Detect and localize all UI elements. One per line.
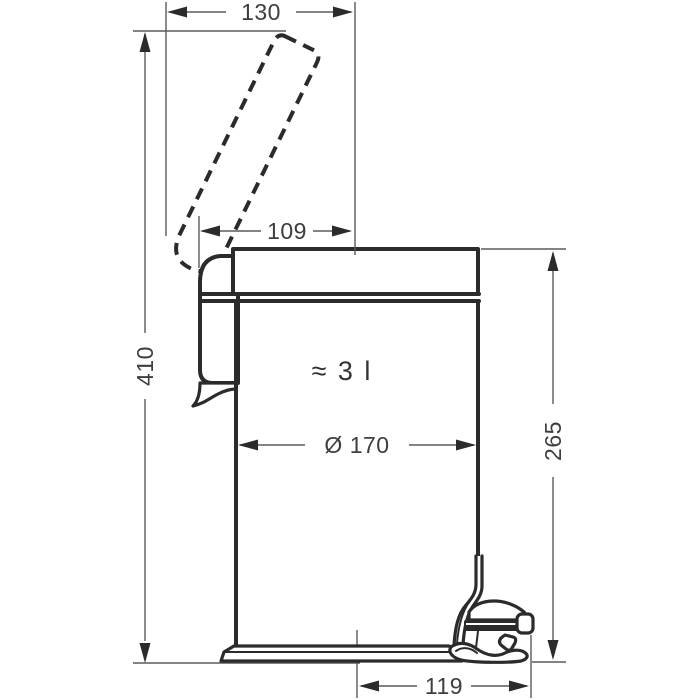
arrow-right-icon: [332, 225, 352, 237]
arrow-left-icon: [167, 6, 187, 18]
lid-seam: [198, 292, 481, 303]
base-skirt: [219, 644, 464, 663]
hinge-bracket: [191, 254, 240, 408]
pedal-rocker-foot: [448, 641, 529, 664]
pedal-bar: [464, 620, 530, 631]
pedal-latch-tab: [497, 633, 518, 652]
pedal-neck-accent: [456, 600, 471, 645]
pedal-bar-end-cap: [515, 612, 535, 635]
dim-pedal-119-label: 119: [425, 673, 463, 699]
extension-lines: [133, 2, 566, 698]
dim-width-130-label: 130: [241, 0, 281, 25]
arrow-right-icon: [456, 439, 476, 451]
pedal-neck-outer: [452, 554, 478, 648]
dim-depth-109-label: 109: [267, 218, 307, 244]
dim-height-410: 410: [132, 32, 158, 663]
arrow-up-icon: [139, 32, 151, 52]
hinge-bracket-foot: [191, 381, 238, 408]
dim-diameter-170-label: Ø 170: [324, 432, 389, 458]
pedal-rocker-accent: [455, 647, 478, 654]
bin-lid: [231, 247, 480, 292]
dim-depth-109: 109: [200, 218, 352, 244]
arrow-right-icon: [333, 6, 353, 18]
bin-body: [234, 300, 480, 647]
open-lid-dashed-outline: [174, 33, 321, 274]
arrow-left-icon: [359, 680, 379, 692]
dim-height-410-label: 410: [132, 346, 158, 386]
extension-lines-over: [198, 2, 356, 268]
arrow-down-icon: [139, 643, 151, 663]
dim-height-265-label: 265: [540, 421, 566, 461]
arrow-down-icon: [547, 640, 559, 660]
arrow-up-icon: [547, 251, 559, 271]
dim-width-130: 130: [167, 0, 353, 25]
arrow-left-icon: [200, 225, 220, 237]
dim-diameter-170: Ø 170: [238, 432, 476, 458]
capacity-label: ≈ 3 l: [312, 356, 373, 386]
dim-pedal-119: 119: [359, 673, 529, 699]
pedal-assembly: [448, 554, 535, 664]
dim-height-265: 265: [540, 251, 566, 660]
arrow-right-icon: [509, 680, 529, 692]
arrow-left-icon: [238, 439, 258, 451]
pedal-neck-fill: [454, 556, 482, 646]
